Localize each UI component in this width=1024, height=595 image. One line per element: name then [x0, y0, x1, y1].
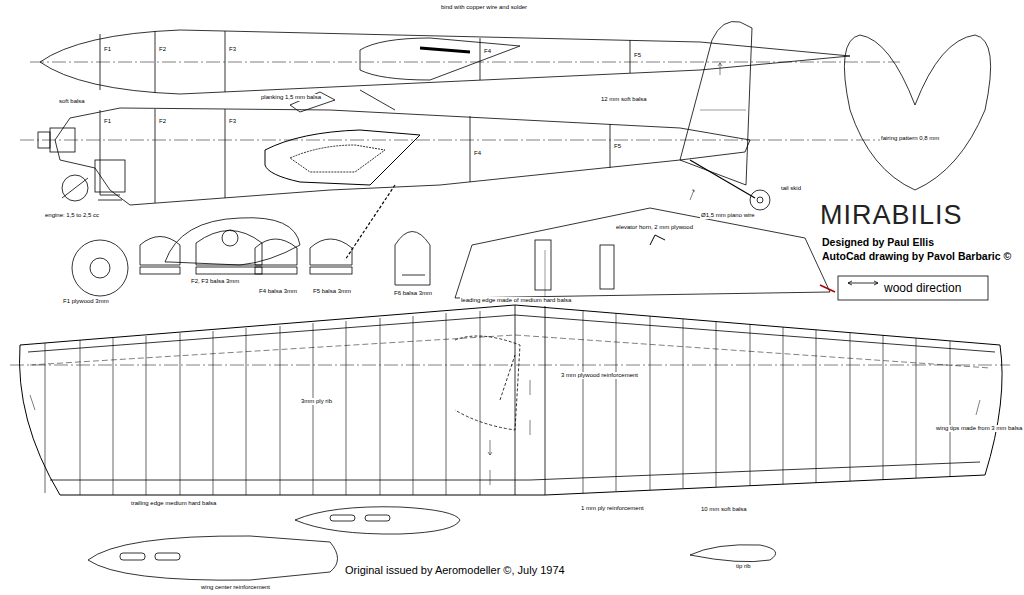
part-number: F1	[103, 46, 112, 53]
construction-note: 3mm ply rib	[300, 398, 333, 405]
construction-note: 10 mm soft balsa	[700, 506, 748, 513]
construction-note: wing center reinforcement	[200, 584, 271, 591]
construction-note: Ø1,5 mm piano wire	[700, 212, 756, 219]
part-number: F1	[103, 118, 112, 125]
construction-note: tip rib	[735, 563, 752, 570]
construction-note: soft balsa	[58, 98, 86, 105]
part-number: F5	[613, 143, 622, 150]
part-number: F4	[473, 150, 482, 157]
construction-note: leading edge made of medium hard balsa	[460, 297, 572, 304]
legend-arrow	[848, 281, 878, 285]
construction-note: fairing pattern 0,8 mm	[880, 135, 940, 142]
construction-note: wing tips made from 3 mm balsa	[935, 425, 1023, 432]
drawing-credit: AutoCad drawing by Pavol Barbaric ©	[822, 250, 1011, 262]
construction-note: planking 1,5 mm balsa	[260, 94, 322, 101]
legend-text: wood direction	[884, 281, 961, 295]
construction-note: trailing edge medium hard balsa	[130, 500, 217, 507]
construction-note: F2, F3 balsa 3mm	[190, 278, 240, 285]
construction-note: F1 plywood 3mm	[62, 298, 110, 305]
part-number: F2	[158, 46, 167, 53]
construction-note: tail skid	[780, 185, 802, 192]
construction-note: elevator horn, 2 mm plywood	[615, 224, 694, 231]
legend-box	[838, 276, 988, 300]
part-number: F3	[228, 118, 237, 125]
plan-title: MIRABILIS	[820, 200, 963, 231]
part-number: F4	[483, 48, 492, 55]
part-number: F3	[228, 46, 237, 53]
construction-note: F6 balsa 3mm	[393, 290, 433, 297]
construction-note: F5 balsa 3mm	[312, 288, 352, 295]
construction-note: 1 mm ply reinforcement	[580, 505, 645, 512]
construction-note: engine: 1,5 to 2,5 cc	[44, 212, 100, 219]
construction-note: 12 mm soft balsa	[600, 96, 648, 103]
plan-caption: Original issued by Aeromodeller ©, July …	[345, 564, 565, 576]
construction-note: F4 balsa 3mm	[258, 288, 298, 295]
part-number: F5	[633, 52, 642, 59]
part-number: F2	[158, 118, 167, 125]
construction-note: 3 mm plywood reinforcement	[560, 372, 639, 379]
designer-credit: Designed by Paul Ellis	[822, 236, 934, 248]
construction-note: bind with copper wire and solder	[440, 4, 528, 11]
